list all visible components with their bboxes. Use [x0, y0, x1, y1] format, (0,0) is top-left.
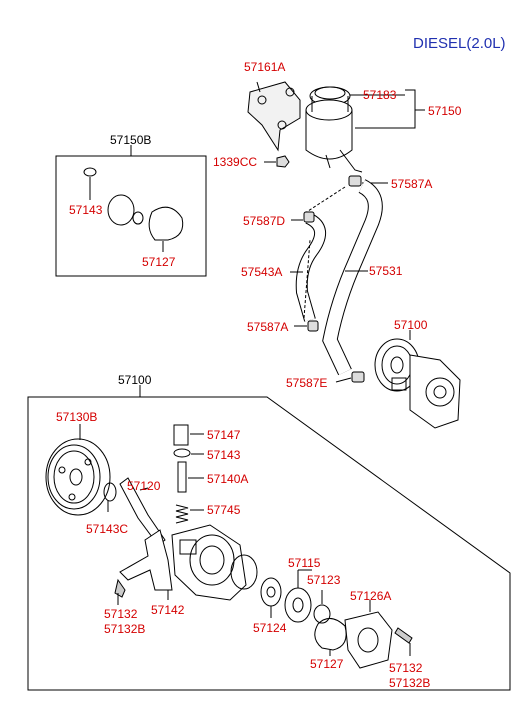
- pump-assembly-57100: [374, 338, 461, 429]
- label-57587D: 57587D: [243, 214, 286, 228]
- label-57161A: 57161A: [244, 60, 286, 74]
- oring-large: [230, 554, 258, 590]
- label-57126A: 57126A: [350, 589, 392, 603]
- spring-57745: [175, 504, 189, 524]
- label-57120: 57120: [127, 479, 161, 493]
- fitting-57147: [173, 424, 189, 446]
- valve-57140A: [177, 461, 187, 493]
- engine-variant-title: DIESEL(2.0L): [413, 35, 506, 52]
- label-57127-kit: 57127: [142, 255, 176, 269]
- label-1339CC: 1339CC: [213, 155, 258, 169]
- oring-57143: [173, 448, 191, 458]
- label-57183: 57183: [363, 88, 397, 102]
- gasket-57127-kit: [148, 206, 184, 241]
- reservoir-57150: [305, 86, 363, 173]
- cover-57126A: [344, 611, 393, 669]
- label-57531: 57531: [369, 264, 403, 278]
- assembly-box-57100: [27, 396, 511, 691]
- seal-ring-kit: [107, 194, 135, 226]
- label-57543A: 57543A: [241, 265, 283, 279]
- nut-1339CC: [276, 155, 290, 168]
- bolt-57132-left: [114, 578, 126, 598]
- label-57587A-top: 57587A: [391, 177, 433, 191]
- bracket-57142: [119, 529, 173, 591]
- label-57143-kit: 57143: [69, 203, 103, 217]
- clamp-57587A-top: [348, 175, 362, 187]
- clamp-57587E: [351, 371, 365, 383]
- clamp-57587A-mid: [307, 320, 319, 332]
- label-57100-main: 57100: [118, 373, 152, 387]
- label-57100-small: 57100: [394, 318, 428, 332]
- label-57132-left: 57132: [104, 607, 138, 621]
- label-57123: 57123: [307, 573, 341, 587]
- label-57745: 57745: [207, 503, 241, 517]
- label-57132-right: 57132: [389, 661, 423, 675]
- oring-57143-kit: [83, 167, 97, 177]
- label-57147: 57147: [207, 428, 241, 442]
- label-57150B: 57150B: [110, 133, 152, 147]
- label-57140A: 57140A: [207, 472, 249, 486]
- label-57132B-left: 57132B: [104, 622, 146, 636]
- rotor-57115: [284, 587, 312, 623]
- pulley-57130B: [45, 438, 111, 516]
- clamp-57587D: [303, 211, 315, 223]
- pump-body: [171, 524, 247, 601]
- label-57130B: 57130B: [56, 410, 98, 424]
- reservoir-bracket: [247, 81, 301, 152]
- label-57115: 57115: [288, 556, 321, 570]
- label-57127: 57127: [310, 657, 344, 671]
- label-57143: 57143: [207, 448, 241, 462]
- ring-57123: [313, 604, 331, 624]
- label-57142: 57142: [151, 603, 185, 617]
- label-57132B-right: 57132B: [389, 676, 431, 690]
- label-57150: 57150: [428, 104, 462, 118]
- label-57587E: 57587E: [286, 376, 328, 390]
- seal-57143C: [103, 482, 117, 502]
- bolt-57132-right: [394, 627, 413, 644]
- label-57124: 57124: [253, 621, 287, 635]
- gasket-57127: [314, 618, 347, 651]
- plate-57124: [260, 577, 282, 607]
- label-57587A-mid: 57587A: [247, 320, 289, 334]
- label-57143C: 57143C: [86, 522, 129, 536]
